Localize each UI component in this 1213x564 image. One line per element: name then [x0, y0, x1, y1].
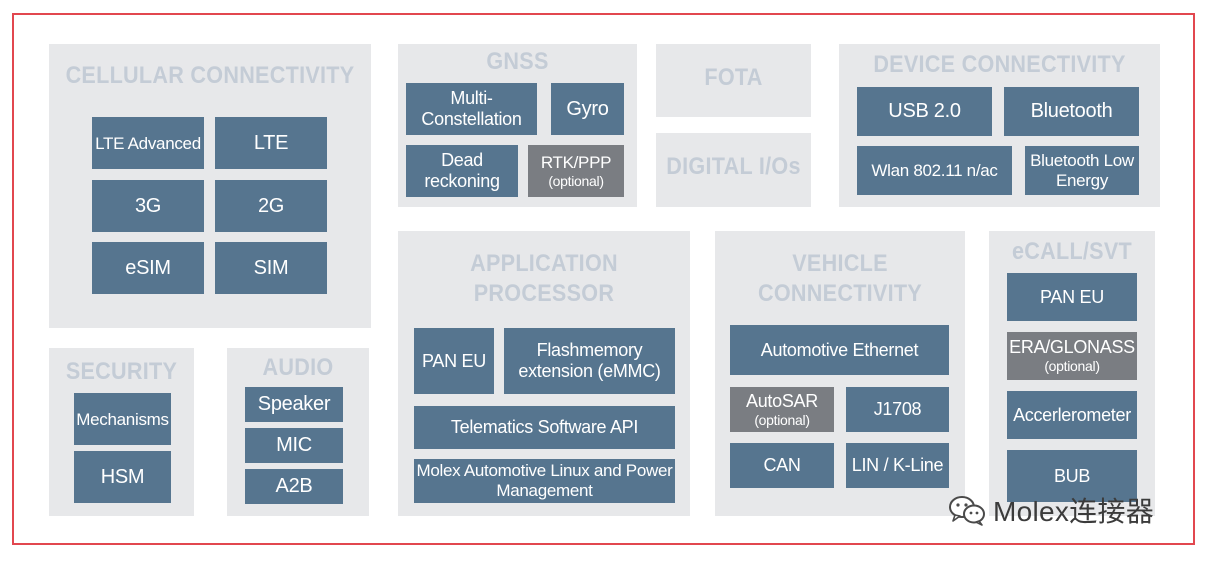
- hsm-box: HSM: [74, 451, 171, 503]
- era-glonass-label: ERA/GLONASS: [1009, 337, 1135, 357]
- a2b-box: A2B: [245, 469, 343, 504]
- gnss-title: GNSS: [486, 48, 549, 75]
- mechanisms-box: Mechanisms: [74, 393, 171, 445]
- device-connectivity-title: DEVICE CONNECTIVITY: [873, 51, 1126, 78]
- multi-constellation-label: Multi- Constellation: [421, 88, 522, 129]
- telematics-api-box: Telematics Software API: [414, 406, 675, 449]
- can-box: CAN: [730, 443, 834, 488]
- multi-constellation-box: Multi- Constellation: [406, 83, 537, 135]
- flashmemory-label: Flashmemory extension (eMMC): [518, 340, 661, 381]
- digital-ios-title: DIGITAL I/Os: [666, 153, 801, 180]
- vehicle-connectivity-panel: VEHICLE CONNECTIVITY Automotive Ethernet…: [715, 231, 965, 516]
- security-title: SECURITY: [65, 358, 178, 385]
- bluetooth-le-label: Bluetooth Low Energy: [1030, 150, 1134, 190]
- audio-title: AUDIO: [262, 354, 334, 381]
- usb-box: USB 2.0: [857, 87, 992, 136]
- wechat-icon: [947, 493, 987, 527]
- dead-reckoning-label: Dead reckoning: [424, 150, 500, 191]
- j1708-box: J1708: [846, 387, 949, 432]
- digital-ios-panel: DIGITAL I/Os: [656, 133, 811, 207]
- era-glonass-box: ERA/GLONASS (optional): [1007, 332, 1137, 380]
- molex-linux-label: Molex Automotive Linux and Power Managem…: [416, 461, 673, 500]
- watermark-text: Molex连接器: [993, 496, 1155, 527]
- sim-box: SIM: [215, 242, 327, 294]
- gnss-panel: GNSS Multi- Constellation Gyro Dead reck…: [398, 44, 637, 207]
- audio-panel: AUDIO Speaker MIC A2B: [227, 348, 369, 516]
- security-panel: SECURITY Mechanisms HSM: [49, 348, 194, 516]
- mic-box: MIC: [245, 428, 343, 463]
- era-optional-note: (optional): [1044, 358, 1100, 374]
- ecall-svt-title: eCALL/SVT: [1011, 238, 1133, 265]
- diagram-frame: [12, 13, 1195, 545]
- bub-box: BUB: [1007, 450, 1137, 502]
- autosar-box: AutoSAR (optional): [730, 387, 834, 432]
- molex-linux-box: Molex Automotive Linux and Power Managem…: [414, 459, 675, 503]
- fota-title: FOTA: [704, 64, 763, 91]
- flashmemory-box: Flashmemory extension (eMMC): [504, 328, 675, 394]
- lte-box: LTE: [215, 117, 327, 169]
- device-connectivity-panel: DEVICE CONNECTIVITY USB 2.0 Bluetooth Wl…: [839, 44, 1160, 207]
- bluetooth-box: Bluetooth: [1004, 87, 1139, 136]
- fota-panel: FOTA: [656, 44, 811, 117]
- cellular-title: CELLULAR CONNECTIVITY: [65, 62, 355, 89]
- autosar-optional-note: (optional): [754, 411, 810, 428]
- lin-kline-box: LIN / K-Line: [846, 443, 949, 488]
- speaker-box: Speaker: [245, 387, 343, 422]
- app-pan-eu-box: PAN EU: [414, 328, 494, 394]
- rtk-ppp-label: RTK/PPP: [540, 153, 612, 172]
- 2g-box: 2G: [215, 180, 327, 232]
- ecall-pan-eu-box: PAN EU: [1007, 273, 1137, 321]
- esim-box: eSIM: [92, 242, 204, 294]
- application-processor-panel: APPLICATION PROCESSOR PAN EU Flashmemory…: [398, 231, 690, 516]
- 3g-box: 3G: [92, 180, 204, 232]
- ecall-svt-panel: eCALL/SVT PAN EU ERA/GLONASS (optional) …: [989, 231, 1155, 516]
- lte-advanced-box: LTE Advanced: [92, 117, 204, 169]
- cellular-panel: CELLULAR CONNECTIVITY LTE Advanced LTE 3…: [49, 44, 371, 328]
- dead-reckoning-box: Dead reckoning: [406, 145, 518, 197]
- bluetooth-le-box: Bluetooth Low Energy: [1025, 146, 1139, 195]
- vehicle-connectivity-title: VEHICLE CONNECTIVITY: [757, 250, 923, 307]
- autosar-label: AutoSAR: [746, 390, 818, 411]
- accelerometer-box: Accerlerometer: [1007, 391, 1137, 439]
- watermark: Molex连接器: [947, 490, 1154, 530]
- automotive-ethernet-box: Automotive Ethernet: [730, 325, 949, 375]
- application-processor-title: APPLICATION PROCESSOR: [470, 250, 618, 307]
- gyro-box: Gyro: [551, 83, 624, 135]
- wlan-box: Wlan 802.11 n/ac: [857, 146, 1012, 195]
- rtk-optional-note: (optional): [548, 173, 604, 189]
- rtk-ppp-box: RTK/PPP (optional): [528, 145, 624, 197]
